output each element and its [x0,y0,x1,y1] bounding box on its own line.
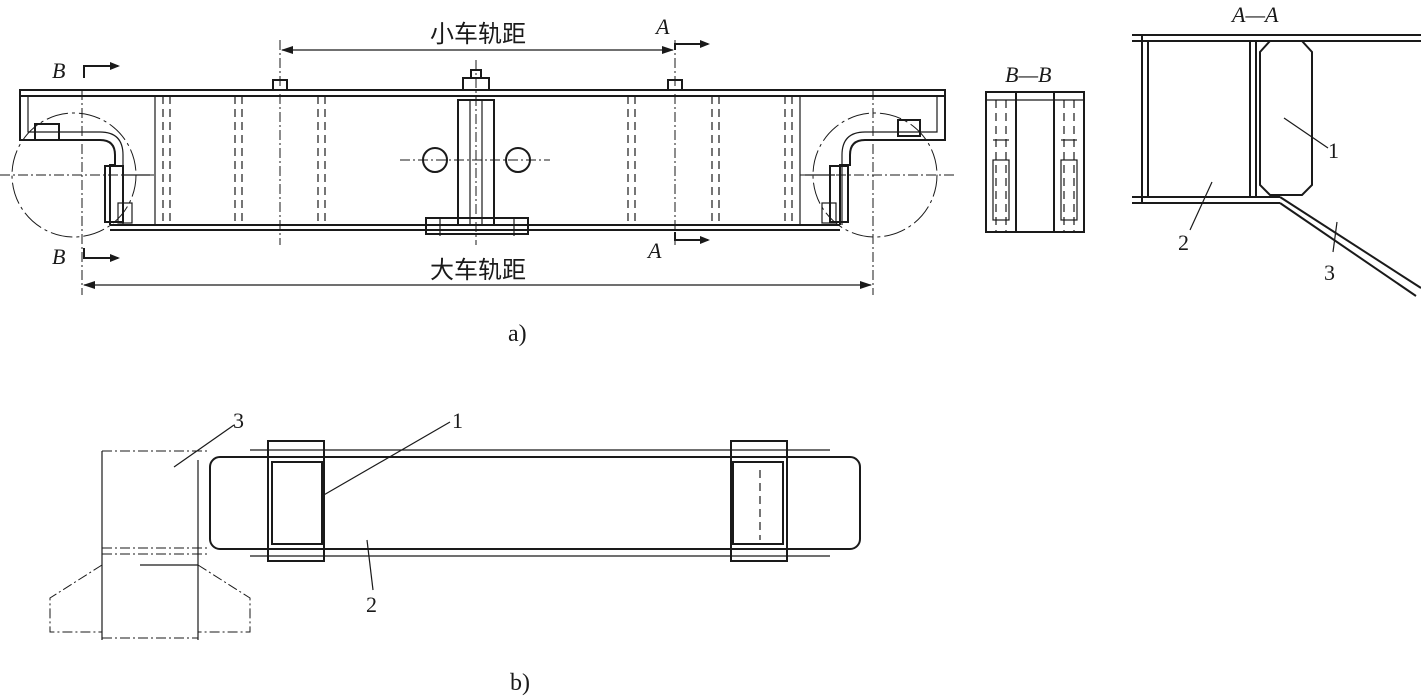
caption-b: b) [510,670,530,696]
section-marker-B-bottom [83,248,120,262]
section-label-A-top: A [654,14,670,39]
section-label-B-top: B [52,58,65,83]
dotted-pad-left [271,461,323,545]
label-bridge-gauge: 大车轨距 [430,256,526,284]
section-marker-A-top [674,40,710,50]
section-marker-A-bottom [674,232,710,244]
label-trolley-gauge: 小车轨距 [430,20,526,48]
view-BB-title: B—B [1005,62,1051,87]
wheel-right [812,112,938,238]
end-beam-elevation [0,40,955,295]
view-AA [1132,34,1421,297]
callout-b-1: 1 [452,408,463,433]
caption-a: a) [508,321,527,347]
callout-b-2: 2 [366,592,377,617]
callout-a-1: 1 [1328,138,1339,163]
view-AA-title: A—A [1230,2,1279,27]
callout-b-3: 3 [233,408,244,433]
view-BB [985,91,1085,233]
callout-a-2: 2 [1178,230,1189,255]
plan-view [49,421,861,640]
section-label-A-bottom: A [646,238,662,263]
section-marker-B-top [83,62,120,78]
section-label-B-bottom: B [52,244,65,269]
dotted-pad-right [732,461,784,545]
callout-a-3: 3 [1324,260,1335,285]
